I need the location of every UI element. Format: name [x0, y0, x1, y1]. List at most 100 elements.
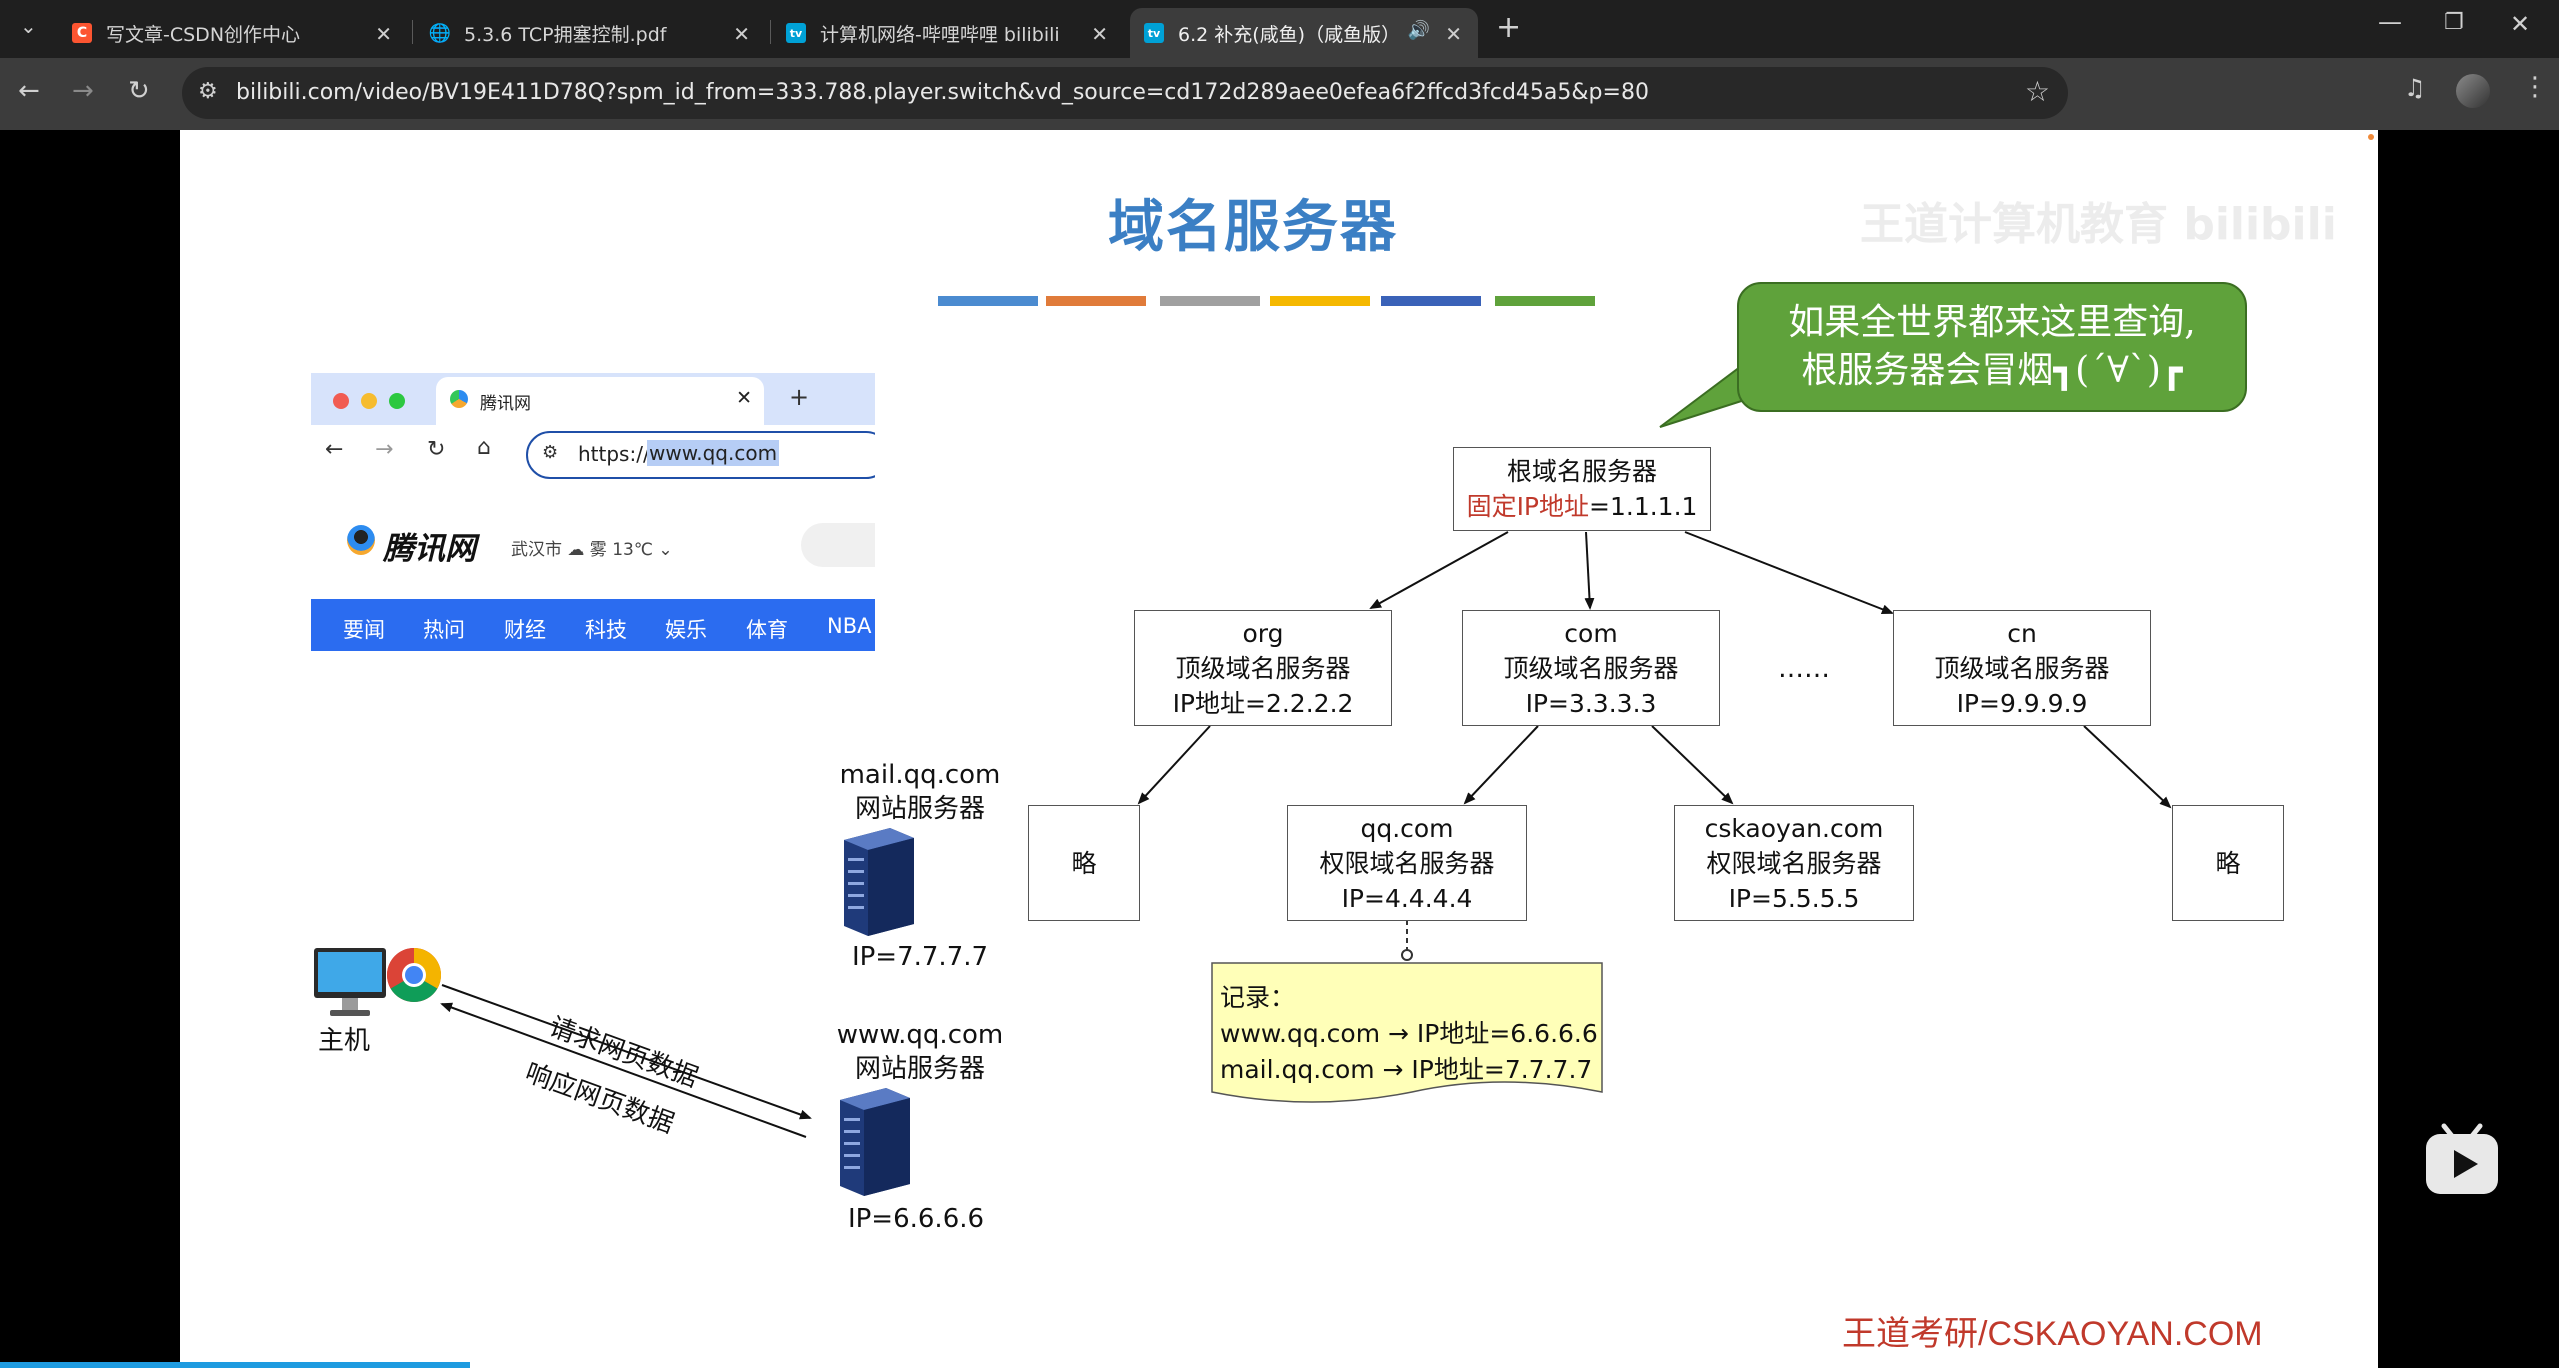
com-to-qq-arrow [1463, 725, 1539, 805]
mini-tab: 腾讯网 ✕ [436, 377, 764, 425]
tld-ellipsis: …… [1778, 654, 1830, 684]
mail-server-label: mail.qq.com 网站服务器 [800, 758, 1040, 826]
auth-name: cskaoyan.com [1704, 813, 1884, 843]
globe-icon: 🌐 [428, 22, 452, 44]
menu-dots-icon[interactable]: ⋮ [2522, 72, 2548, 102]
speaker-icon[interactable]: 🔊 [1407, 20, 1430, 41]
site-info-icon[interactable]: ⚙ [198, 79, 218, 104]
reload-icon[interactable]: ↻ [128, 76, 150, 106]
omit-text: 略 [1071, 848, 1097, 878]
record-title: 记录： [1220, 983, 1296, 1012]
tab-search-chevron-icon[interactable]: ⌄ [20, 14, 37, 38]
response-arrow [440, 1002, 807, 1138]
color-bar-segment [1046, 296, 1146, 306]
video-slide[interactable]: 域名服务器 王道计算机教育 bilibili 如果全世界都来这里查询, 根服务器… [180, 130, 2378, 1368]
root-to-com-arrow [1584, 531, 1595, 610]
www-server-icon [840, 1088, 910, 1196]
site-info-icon: ⚙ [542, 442, 559, 463]
tab-title: 写文章-CSDN创作中心 [106, 23, 301, 46]
mini-nav-bar: ← → ↻ ⌂ ⚙ https:// www.qq.com [311, 425, 875, 483]
back-icon[interactable]: ← [18, 76, 40, 106]
auth-qq-box: qq.com 权限域名服务器 IP=4.4.4.4 [1287, 805, 1527, 921]
browser-tab-bar: ⌄ C 写文章-CSDN创作中心 ✕ 🌐 5.3.6 TCP拥塞控制.pdf ✕… [0, 0, 2559, 58]
root-dns-box: 根域名服务器 固定IP地址=1.1.1.1 [1453, 447, 1711, 531]
tab-title: 6.2 补充(咸鱼)（咸鱼版） [1178, 23, 1401, 46]
root-to-org-arrow [1369, 531, 1509, 609]
url-text[interactable]: bilibili.com/video/BV19E411D78Q?spm_id_f… [236, 80, 1649, 105]
close-icon[interactable]: ✕ [1091, 22, 1108, 46]
media-control-icon[interactable]: ♫ [2404, 74, 2426, 102]
tab-title: 计算机网络-哔哩哔哩 bilibili [820, 23, 1060, 46]
chrome-icon [386, 948, 442, 1003]
new-tab-icon[interactable]: + [1496, 10, 1522, 45]
mini-tab-strip: 腾讯网 ✕ + [311, 373, 875, 425]
auth-role: 权限域名服务器 [1706, 848, 1882, 878]
avatar[interactable] [2456, 74, 2490, 108]
www-server-ip: IP=6.6.6.6 [847, 1204, 985, 1234]
tld-role: 顶级域名服务器 [1503, 653, 1679, 683]
mini-menu-item: 体育 [746, 618, 788, 642]
window-close-icon[interactable]: ✕ [2510, 10, 2531, 38]
color-bar-segment [938, 296, 1038, 306]
root-to-cn-arrow [1684, 531, 1894, 615]
mini-menu-item: 要闻 [343, 618, 385, 642]
close-icon: ✕ [736, 387, 752, 409]
mini-tab-title: 腾讯网 [480, 394, 531, 414]
mini-url-host: www.qq.com [647, 440, 780, 466]
bilibili-play-button[interactable] [2422, 1122, 2502, 1196]
tld-name: cn [2007, 618, 2037, 648]
tab-csdn[interactable]: C 写文章-CSDN创作中心 ✕ [58, 8, 408, 58]
host-label: 主机 [318, 1026, 371, 1056]
qq-penguin-logo-icon [347, 525, 375, 555]
mini-url-field: ⚙ https:// www.qq.com [526, 431, 875, 479]
speech-line-1: 如果全世界都来这里查询, [1788, 302, 2196, 343]
minimize-icon[interactable]: — [2378, 8, 2402, 36]
close-icon[interactable]: ✕ [733, 22, 750, 46]
close-icon[interactable]: ✕ [1445, 22, 1462, 46]
mail-server-name: mail.qq.com [839, 760, 1001, 790]
tab-video-active[interactable]: tv 6.2 补充(咸鱼)（咸鱼版） 🔊 ✕ [1130, 8, 1478, 58]
www-server-label: www.qq.com 网站服务器 [800, 1018, 1040, 1086]
qq-logo-icon [450, 390, 468, 408]
www-server-name: www.qq.com [836, 1020, 1004, 1050]
bilibili-tv-icon [2426, 1123, 2498, 1194]
root-dns-ip: 固定IP地址=1.1.1.1 [1454, 489, 1710, 524]
bookmark-star-icon[interactable]: ☆ [2024, 75, 2050, 108]
auth-ip: IP=5.5.5.5 [1728, 883, 1860, 913]
mini-search-box [801, 523, 875, 567]
mini-menu-item: 娱乐 [665, 618, 707, 642]
bilibili-tv-icon: tv [1144, 23, 1164, 43]
new-tab-icon: + [789, 383, 810, 411]
restore-icon[interactable]: ❐ [2444, 10, 2464, 35]
mini-menu-item: NBA [827, 614, 872, 638]
close-icon[interactable]: ✕ [375, 22, 392, 46]
forward-icon[interactable]: → [72, 76, 94, 106]
speech-line-2: 根服务器会冒烟┓(´∀`)┏ [1801, 350, 2183, 391]
video-progress-bar[interactable] [0, 1362, 470, 1368]
speech-bubble: 如果全世界都来这里查询, 根服务器会冒烟┓(´∀`)┏ [1737, 282, 2247, 412]
tld-ip: IP=3.3.3.3 [1525, 688, 1657, 718]
address-bar[interactable]: ⚙ bilibili.com/video/BV19E411D78Q?spm_id… [182, 67, 2068, 119]
mini-menu-bar: 要闻 热问 财经 科技 娱乐 体育 NBA [311, 599, 875, 651]
tab-pdf[interactable]: 🌐 5.3.6 TCP拥塞控制.pdf ✕ [416, 8, 766, 58]
mini-menu-item: 财经 [504, 618, 546, 642]
home-icon: ⌂ [477, 435, 491, 460]
mini-menu-item: 热问 [423, 618, 465, 642]
mail-server-ip: IP=7.7.7.7 [851, 942, 989, 972]
tab-divider [770, 20, 771, 44]
tab-bilibili[interactable]: tv 计算机网络-哔哩哔哩 bilibili ✕ [774, 8, 1124, 58]
orange-dot [2368, 134, 2374, 140]
color-bar-segment [1160, 296, 1260, 306]
color-bar-segment [1381, 296, 1481, 306]
tld-com-box: com 顶级域名服务器 IP=3.3.3.3 [1462, 610, 1720, 726]
red-dot-icon [333, 393, 349, 409]
bilibili-tv-icon: tv [786, 23, 806, 43]
mail-server-role: 网站服务器 [854, 794, 985, 824]
omit-text: 略 [2215, 848, 2241, 878]
watermark: 王道计算机教育 bilibili [1860, 199, 2337, 250]
yellow-dot-icon [361, 393, 377, 409]
record-note-shape [1211, 962, 1603, 1103]
browser-toolbar: ← → ↻ ⚙ bilibili.com/video/BV19E411D78Q?… [0, 58, 2559, 130]
tld-name: org [1242, 618, 1284, 648]
csdn-icon: C [72, 23, 92, 43]
